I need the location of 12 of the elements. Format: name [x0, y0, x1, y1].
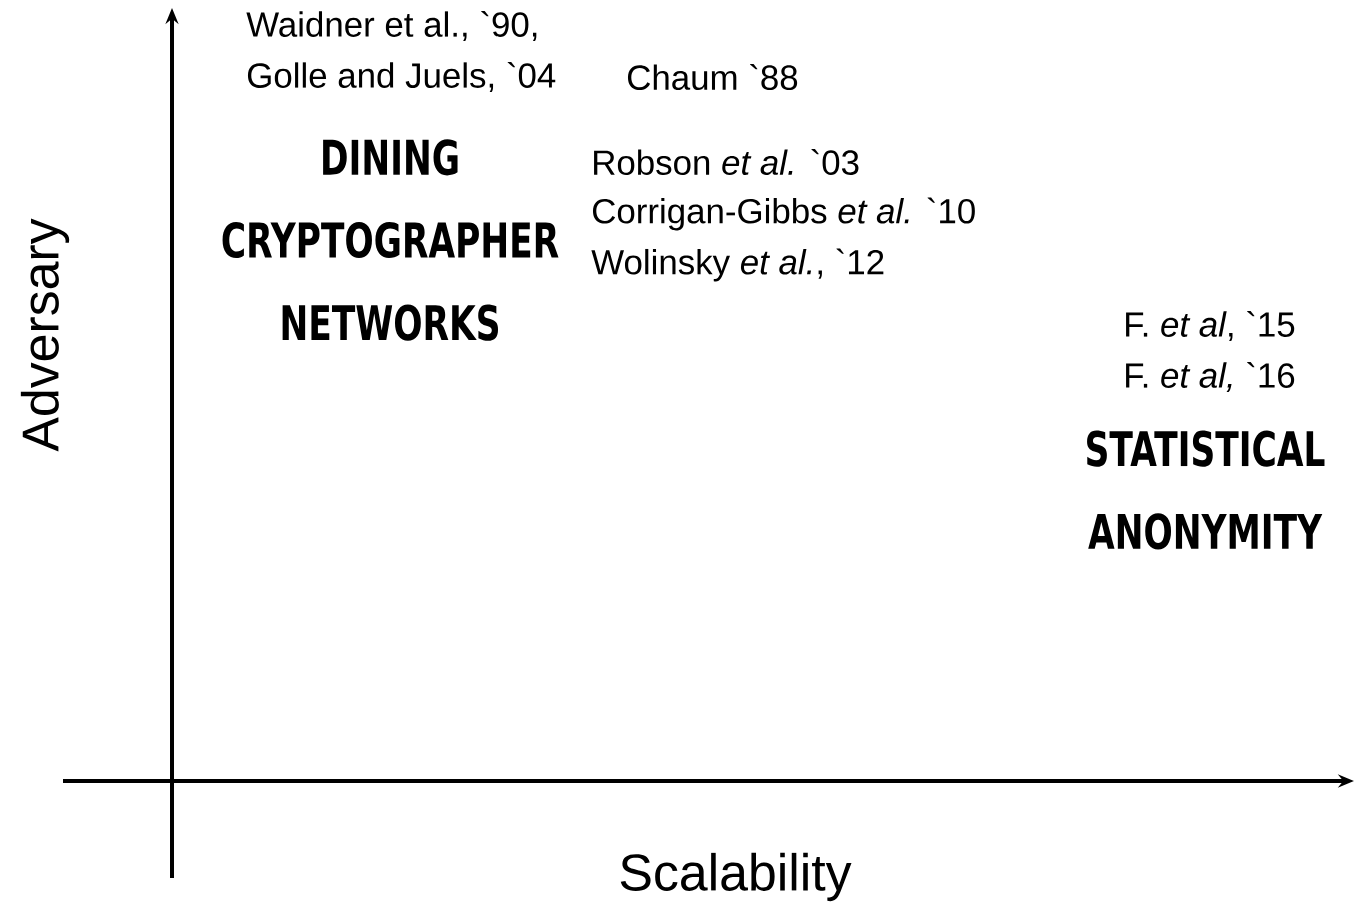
citation-text: Chaum `88	[628, 64, 798, 90]
axis-label: Adversary	[20, 218, 70, 452]
citation-text: Waidner et al., `90,	[246, 10, 537, 42]
citation-text: Golle and Juels, `04	[247, 61, 556, 93]
citation-text: F. et al, `16	[1126, 361, 1295, 393]
citation-text: Corrigan-Gibbs et al. `10	[592, 197, 975, 231]
citation-text: F. et al, `15	[1126, 310, 1295, 342]
category-label: DINING CRYPTOGRAPHER NETWORKS	[222, 139, 559, 341]
citation-text: Robson et al. `03	[594, 149, 859, 175]
citation-text: Wolinsky et al., `12	[591, 248, 884, 282]
axis-label: Scalability	[620, 852, 852, 902]
category-label: STATISTICAL ANONYMITY	[1087, 430, 1325, 550]
